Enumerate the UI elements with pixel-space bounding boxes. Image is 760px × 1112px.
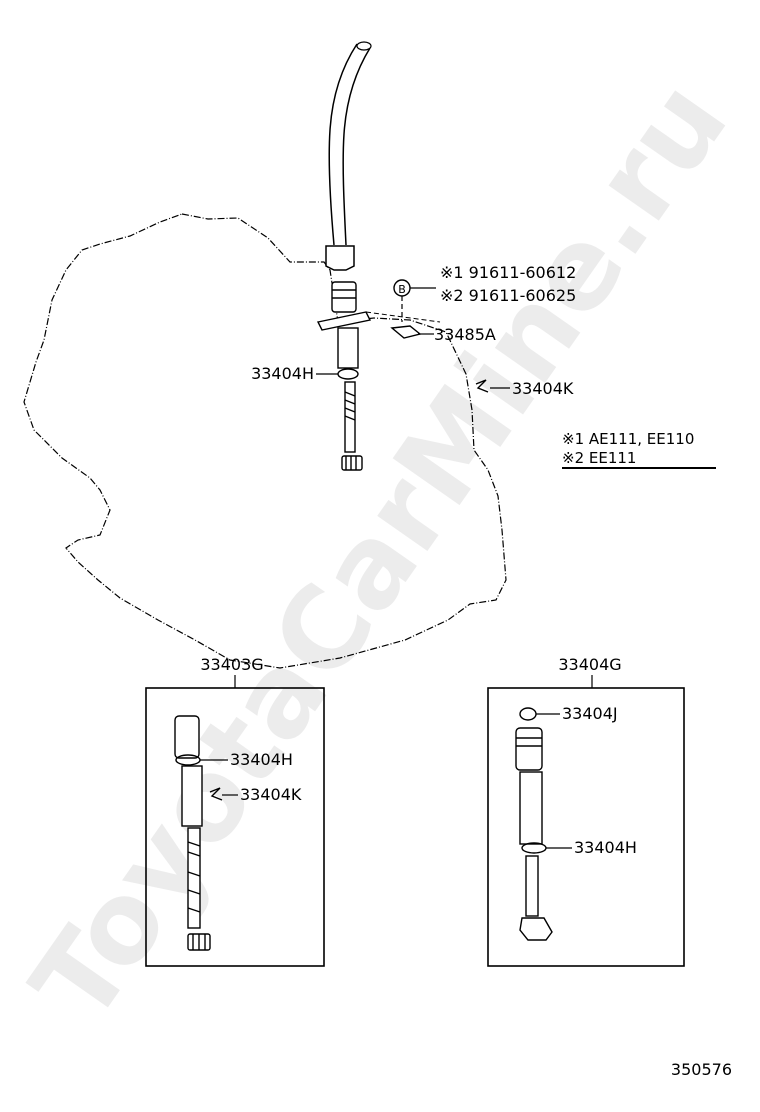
bolt-dash-2 — [365, 311, 441, 323]
kit-right-gear — [515, 727, 553, 941]
bolt-ref-1: ※1 91611-60612 — [440, 263, 576, 282]
kit-right-cap-label: 33404J — [562, 704, 618, 723]
lock-plate — [390, 325, 422, 339]
speedometer-cable — [328, 43, 358, 246]
plate-label: 33485A — [434, 325, 496, 344]
clip-main — [475, 379, 489, 393]
bolt-ref-2: ※2 91611-60625 — [440, 286, 576, 305]
kit-left-o-ring-label: 33404H — [230, 750, 293, 769]
kit-right-o-ring-label: 33404H — [574, 838, 637, 857]
o-ring-main — [337, 368, 359, 380]
kit-right-box — [487, 687, 685, 967]
cable-end — [356, 41, 372, 51]
figure-id: 350576 — [671, 1060, 732, 1079]
kit-right-label: 33404G — [558, 655, 621, 674]
model-note-2: ※2 EE111 — [562, 449, 636, 467]
model-note-1: ※1 AE111, EE110 — [562, 430, 694, 448]
clip-label: 33404K — [512, 379, 574, 398]
kit-left-clip-label: 33404K — [240, 785, 302, 804]
kit-left-clip — [209, 787, 223, 801]
cable-nut — [325, 245, 355, 271]
kit-left-box — [145, 687, 325, 967]
o-ring-label: 33404H — [251, 364, 314, 383]
driven-gear-assembly — [316, 281, 372, 471]
speedometer-cable-inner — [342, 47, 371, 246]
watermark: ToyotaCarMine.ru — [8, 59, 753, 1046]
bolt-marker-label: B — [398, 283, 406, 296]
transmission-case-outline — [23, 213, 507, 669]
kit-left-label: 33403G — [200, 655, 263, 674]
kit-right-cap — [519, 707, 537, 721]
kit-left-gear — [174, 715, 211, 951]
